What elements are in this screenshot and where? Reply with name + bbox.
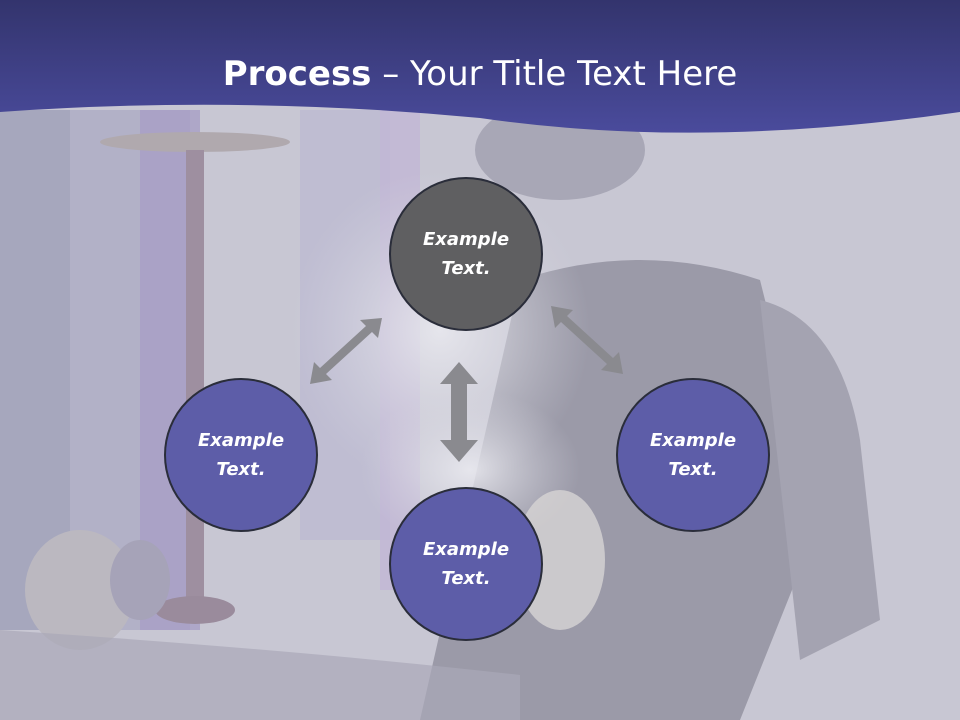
title-rest: – Your Title Text Here (371, 54, 738, 94)
title-bold: Process (222, 54, 372, 94)
node-top-label: Example Text. (422, 229, 510, 279)
node-bottom: Example Text. (389, 487, 543, 641)
page-title: Process – Your Title Text Here (0, 52, 960, 96)
node-top: Example Text. (389, 177, 543, 331)
arrow-top-right (551, 306, 623, 374)
arrow-top-left (310, 318, 382, 384)
node-right-label: Example Text. (649, 430, 737, 480)
node-left: Example Text. (164, 378, 318, 532)
node-right: Example Text. (616, 378, 770, 532)
node-bottom-label: Example Text. (422, 539, 510, 589)
arrow-top-bottom (440, 362, 478, 462)
node-left-label: Example Text. (197, 430, 285, 480)
